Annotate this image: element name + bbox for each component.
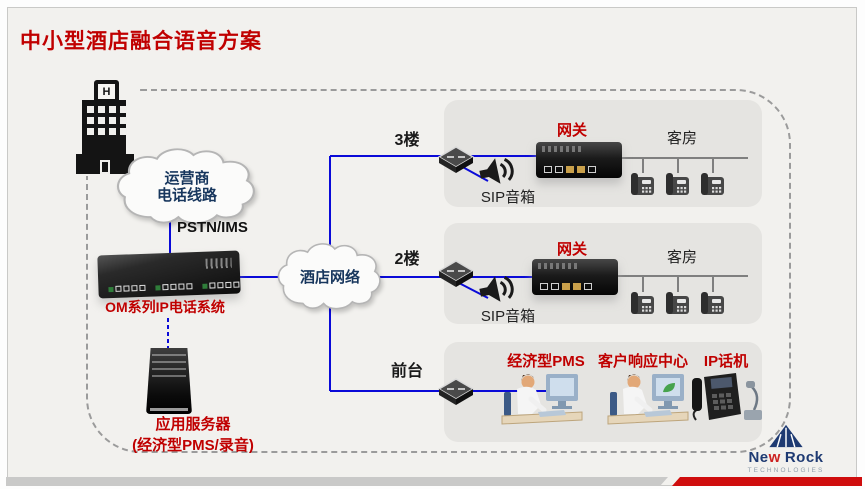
footer-bar-gray (6, 477, 668, 486)
floor2-room-phone-icon (665, 289, 691, 317)
floor3-sip-speaker-icon (475, 150, 522, 194)
logo-name-accent: w (768, 449, 781, 466)
hotel-premises-dashed-boundary (86, 89, 791, 453)
pstn-ims-label: PSTN/IMS (177, 219, 248, 236)
cloud-icon (277, 243, 381, 310)
app-server-label-line1: 应用服务器 (155, 416, 231, 433)
floor3-sip-speaker-label: SIP音箱 (480, 189, 536, 206)
app-server-label: 应用服务器 (经济型PMS/录音) (93, 413, 293, 455)
newrock-mountain-icon (769, 424, 803, 448)
logo-name-part1: Ne (748, 449, 769, 466)
floor2-room-phone-icon (700, 289, 726, 317)
floor3-room-phone-icon (700, 170, 726, 198)
front-desk-crc-label: 客户响应中心 (597, 353, 688, 370)
om-ippbx-device (97, 250, 241, 299)
footer-bar-red (672, 477, 862, 486)
om-system-label: OM系列IP电话系统 (105, 299, 225, 315)
ip-phone-with-mic-icon (688, 370, 764, 426)
carrier-cloud-label-line1: 运营商 (164, 170, 210, 187)
floor2-rooms-label: 客房 (666, 249, 697, 266)
floor3-switch-icon (438, 146, 474, 174)
hotel-network-cloud: 酒店网络 (274, 241, 386, 313)
floor3-gateway-label: 网关 (556, 122, 587, 139)
floor3-room-phone-icon (665, 170, 691, 198)
carrier-cloud: 运营商 电话线路 (112, 146, 262, 228)
page-title: 中小型酒店融合语音方案 (20, 30, 262, 53)
floor2-gateway-device (532, 259, 618, 295)
front-desk-ip-phone-label: IP话机 (703, 353, 749, 370)
carrier-cloud-label-line2: 电话线路 (156, 187, 217, 204)
floor3-rooms-label: 客房 (666, 130, 697, 147)
hotel-base (76, 154, 134, 174)
floor2-gateway-label: 网关 (556, 241, 587, 258)
logo-name-part2: Rock (784, 449, 824, 466)
hotel-door (100, 160, 110, 174)
om-vents (205, 257, 232, 269)
floor2-sip-speaker-label: SIP音箱 (480, 308, 536, 325)
hotel-tower (82, 100, 127, 154)
floor2-branch-label: 2楼 (394, 251, 420, 268)
hotel-building-icon: H (74, 80, 138, 176)
hotel-network-label: 酒店网络 (299, 268, 360, 286)
front-desk-switch-icon (438, 378, 474, 406)
floor2-sip-speaker-icon (475, 268, 522, 312)
floor3-branch-label: 3楼 (394, 132, 420, 149)
app-server-label-line2: (经济型PMS/录音) (132, 437, 254, 454)
cloud-icon (117, 148, 255, 224)
floor2-room-phone-icon (630, 289, 656, 317)
om-ports (108, 281, 240, 293)
app-server-icon (146, 348, 192, 414)
pms-workstation-icon (500, 370, 584, 428)
floor3-gateway-device (536, 142, 622, 178)
floor2-switch-icon (438, 260, 474, 288)
floor3-room-phone-icon (630, 170, 656, 198)
front-desk-pms-label: 经济型PMS (507, 353, 585, 370)
crc-workstation-icon (606, 370, 690, 428)
front-desk-branch-label: 前台 (390, 363, 423, 380)
newrock-logo-subtitle: TECHNOLOGIES (747, 467, 825, 474)
